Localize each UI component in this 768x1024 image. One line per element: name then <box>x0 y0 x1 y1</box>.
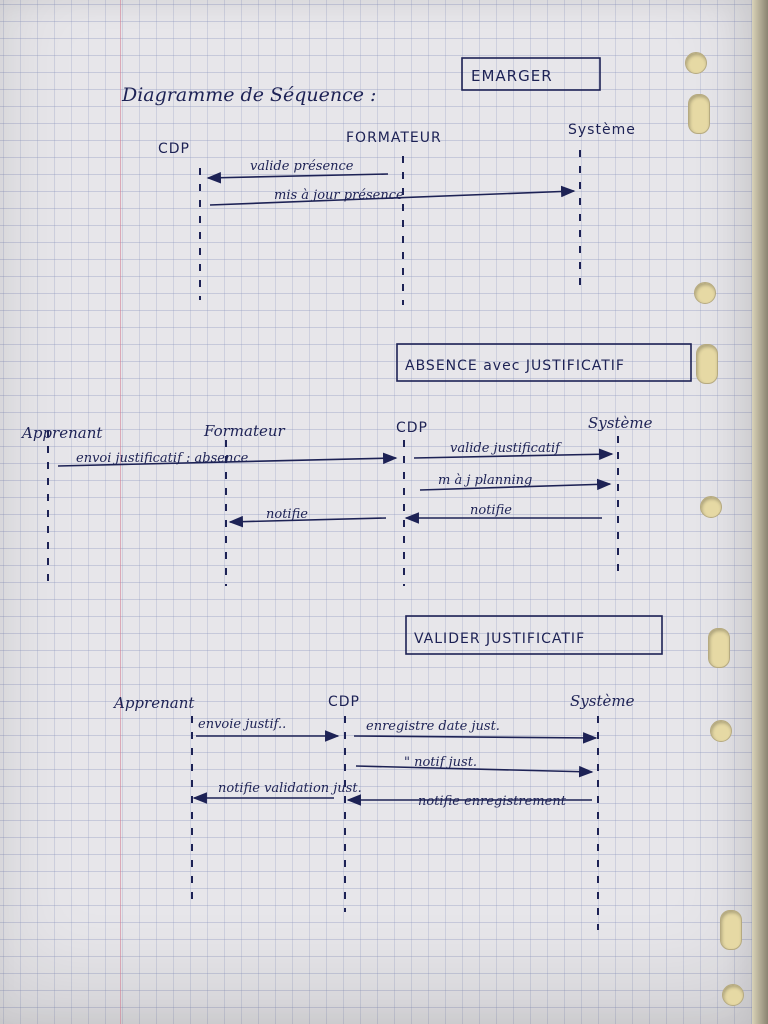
actor-label: CDP <box>328 694 360 710</box>
actor-label: Système <box>588 414 653 432</box>
message-label: valide présence <box>250 159 354 174</box>
message-label: enregistre date just. <box>366 719 500 734</box>
actor-label: Système <box>568 122 636 138</box>
binder-hole <box>710 720 732 742</box>
message-arrow <box>228 515 387 528</box>
message-label: mis à jour présence <box>274 188 404 203</box>
message-arrow <box>206 171 389 184</box>
diagram-title: Diagramme de Séquence : <box>121 84 376 106</box>
page-edge <box>752 0 768 1024</box>
message-arrow <box>209 185 576 206</box>
binder-hole <box>700 496 722 518</box>
actor-label: Apprenant <box>112 694 195 712</box>
message-label: envoi justificatif : absence <box>76 451 249 466</box>
message-label: notifie <box>470 503 512 518</box>
notebook-paper: Diagramme de Séquence : EMARGER CDP FORM… <box>0 0 752 1024</box>
message-label: valide justificatif <box>450 441 562 456</box>
section-title: EMARGER <box>471 67 553 85</box>
message-arrow <box>57 452 398 467</box>
actor-label: Apprenant <box>20 424 103 442</box>
section-title-box <box>405 615 663 655</box>
binder-hole <box>694 282 716 304</box>
message-label: m à j planning <box>438 473 532 488</box>
section-title: VALIDER JUSTIFICATIF <box>414 631 585 647</box>
section-valider-justificatif: VALIDER JUSTIFICATIF Apprenant CDP Systè… <box>112 615 663 930</box>
actor-label: Système <box>570 692 635 710</box>
actor-label: CDP <box>158 141 190 157</box>
message-label: " notif just. <box>404 755 477 770</box>
message-label: notifie <box>266 507 308 522</box>
actor-label: Formateur <box>203 422 286 440</box>
sequence-diagrams: Diagramme de Séquence : EMARGER CDP FORM… <box>20 57 692 930</box>
message-label: notifie enregistrement <box>418 794 567 809</box>
message-label: envoie justif.. <box>198 717 286 732</box>
message-label-line: notifie validation just. <box>218 781 362 796</box>
binder-hole <box>688 94 710 134</box>
binder-hole <box>720 910 742 950</box>
binder-hole <box>722 984 744 1006</box>
message-arrow <box>355 765 594 778</box>
section-title-box <box>461 57 601 91</box>
binder-hole <box>696 344 718 384</box>
message-arrow <box>353 732 598 744</box>
actor-label: CDP <box>396 420 428 436</box>
actor-label: FORMATEUR <box>346 130 442 146</box>
binder-hole <box>708 628 730 668</box>
margin-line <box>120 0 121 1024</box>
message-arrow <box>419 478 612 491</box>
message-arrow <box>413 448 614 461</box>
binder-hole <box>685 52 707 74</box>
section-absence-avec-justificatif: ABSENCE avec JUSTIFICATIF Apprenant Form… <box>20 343 692 586</box>
message-label: notifie validation just. <box>218 781 362 796</box>
section-title: ABSENCE avec JUSTIFICATIF <box>405 358 625 374</box>
section-emarger: EMARGER CDP FORMATEUR Système valide pré… <box>158 57 636 305</box>
section-title-box <box>396 343 692 382</box>
